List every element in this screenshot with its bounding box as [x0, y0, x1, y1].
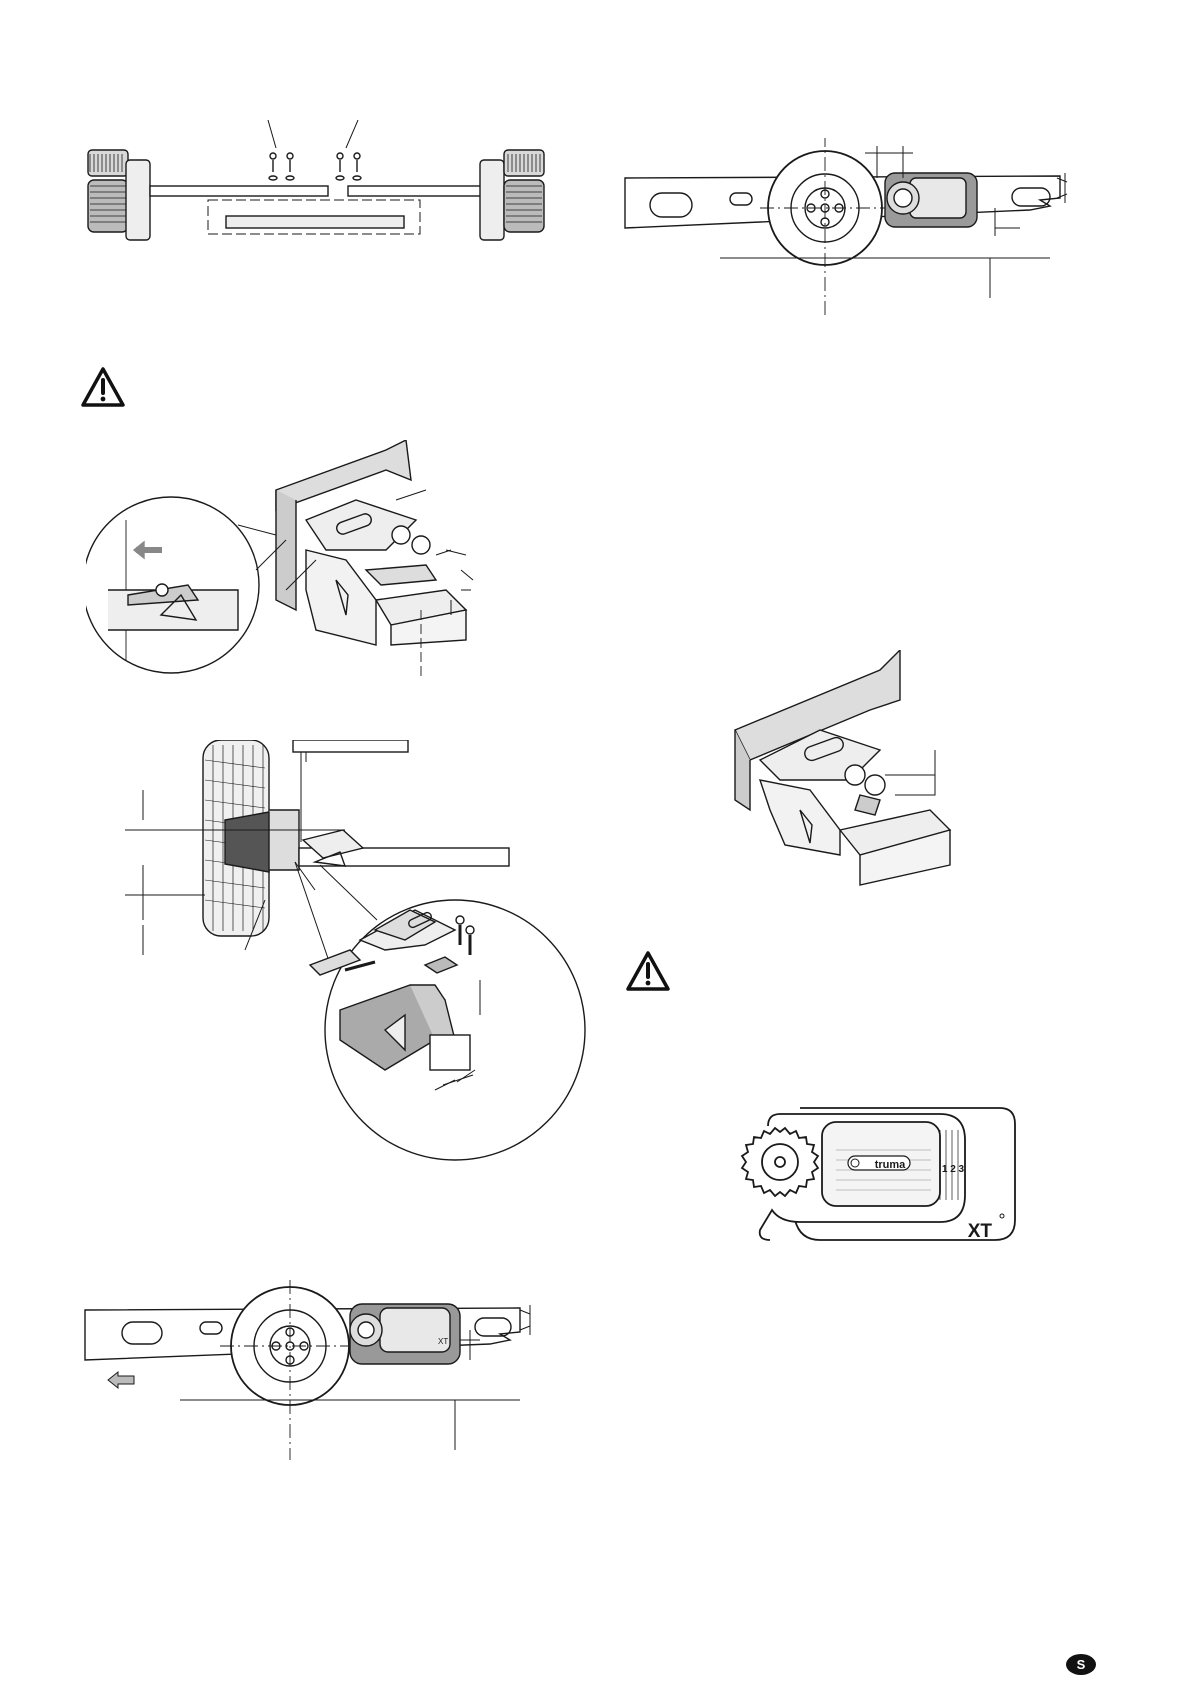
- bolts-left-icon: [269, 153, 294, 180]
- right-wheel-icon: [480, 150, 544, 240]
- fig-clamp-mount-detail: [86, 440, 526, 700]
- brand-logo: truma: [875, 1159, 906, 1171]
- adjustment-knob-icon: [742, 1128, 818, 1196]
- fig-clamp-rear-view: [730, 650, 1010, 890]
- fig-chassis-side-bottom: XT: [80, 1280, 580, 1460]
- fig-wheel-exploded-clamp: [125, 740, 615, 1210]
- fig-chassis-side-top: [620, 138, 1120, 318]
- svg-text:XT: XT: [438, 1337, 448, 1346]
- left-wheel-icon: [88, 150, 150, 240]
- model-label: XT: [968, 1221, 993, 1242]
- page-language-badge: S: [1066, 1654, 1096, 1675]
- scale-numbers: 1 2 3: [942, 1164, 965, 1175]
- fig-truma-xt-unit: truma 1 2 3 XT: [740, 1100, 1020, 1250]
- mover-unit-icon: [885, 173, 977, 227]
- fig-axle-top-view: [78, 120, 598, 260]
- mover-unit-bottom-icon: XT: [350, 1304, 460, 1364]
- direction-arrow-bottom-icon: [108, 1372, 134, 1388]
- warning-icon-2: [625, 950, 671, 992]
- bolts-right-icon: [336, 153, 361, 180]
- warning-icon: [80, 366, 126, 408]
